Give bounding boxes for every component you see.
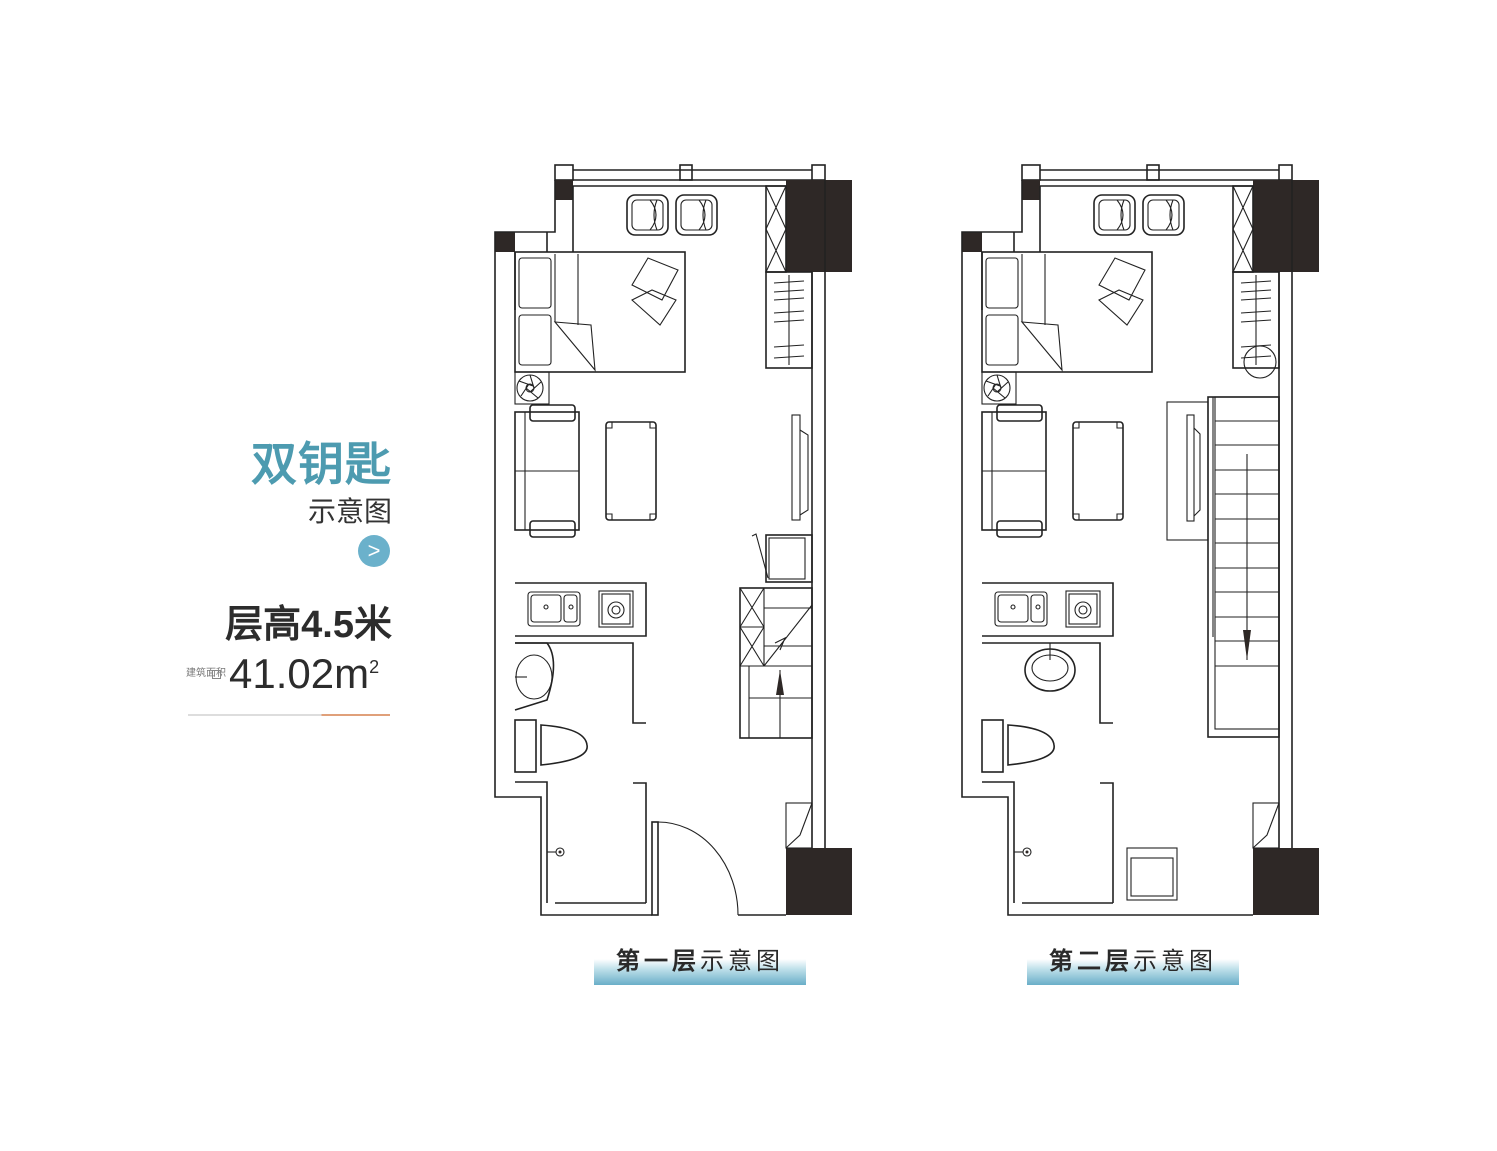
caption-floor-1: 第一层示意图 (594, 945, 806, 985)
caption-floor-1-rest: 示意图 (700, 948, 784, 975)
washer (1126, 847, 1178, 901)
floor-plan-2 (961, 164, 1320, 916)
next-arrow-button[interactable]: > (358, 535, 390, 567)
caption-floor-1-bold: 第一层 (616, 948, 700, 975)
stairs-down (1207, 396, 1280, 738)
area-value: 41.02m2 (229, 650, 379, 697)
divider (188, 714, 390, 716)
round-table (1243, 345, 1277, 379)
area-unit-sup: 2 (369, 657, 380, 677)
area-label: 建筑面积 (186, 668, 226, 679)
area-number: 41.02m (229, 650, 370, 697)
floor-plan-1 (494, 164, 853, 916)
stairs-up (739, 587, 813, 739)
caption-floor-2-rest: 示意图 (1133, 948, 1217, 975)
caption-floor-2: 第二层示意图 (1027, 945, 1239, 985)
washer (765, 534, 813, 583)
area-info: 建筑面积41.02m2 (186, 650, 379, 698)
page-subtitle: 示意图 (307, 496, 392, 527)
entry-door[interactable] (651, 821, 786, 916)
area-box-icon (212, 669, 221, 679)
page-title: 双钥匙 (251, 438, 392, 490)
vanity (514, 642, 555, 711)
floor-height: 层高4.5米 (225, 604, 392, 646)
tv (791, 414, 801, 521)
caption-floor-2-bold: 第二层 (1049, 948, 1133, 975)
